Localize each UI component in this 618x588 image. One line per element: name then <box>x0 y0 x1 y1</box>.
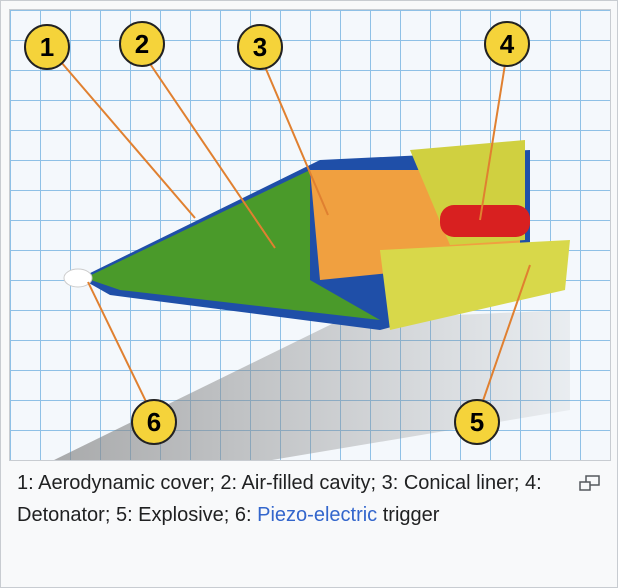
callout-5: 5 <box>454 399 500 445</box>
caption-text-end: trigger <box>377 504 440 526</box>
shadow <box>54 310 570 460</box>
svg-text:4: 4 <box>500 29 515 59</box>
explosive <box>380 240 570 330</box>
callout-6: 6 <box>131 399 177 445</box>
piezo-trigger <box>63 268 93 288</box>
svg-text:2: 2 <box>135 29 149 59</box>
svg-text:1: 1 <box>40 32 54 62</box>
warhead-diagram-image[interactable]: 1 2 3 4 5 6 <box>9 9 611 461</box>
caption-text: 1: Aerodynamic cover; 2: Air-filled cavi… <box>17 472 542 526</box>
figure-caption: 1: Aerodynamic cover; 2: Air-filled cavi… <box>17 467 562 531</box>
air-filled-cavity <box>85 170 380 320</box>
callout-1: 1 <box>24 24 70 70</box>
svg-text:5: 5 <box>470 407 484 437</box>
piezo-electric-link[interactable]: Piezo-electric <box>257 504 378 526</box>
detonator <box>440 205 530 237</box>
svg-text:3: 3 <box>253 32 267 62</box>
callout-4: 4 <box>484 21 530 67</box>
callout-2: 2 <box>119 21 165 67</box>
magnify-icon[interactable] <box>579 475 601 491</box>
callout-3: 3 <box>237 24 283 70</box>
svg-text:6: 6 <box>147 407 161 437</box>
